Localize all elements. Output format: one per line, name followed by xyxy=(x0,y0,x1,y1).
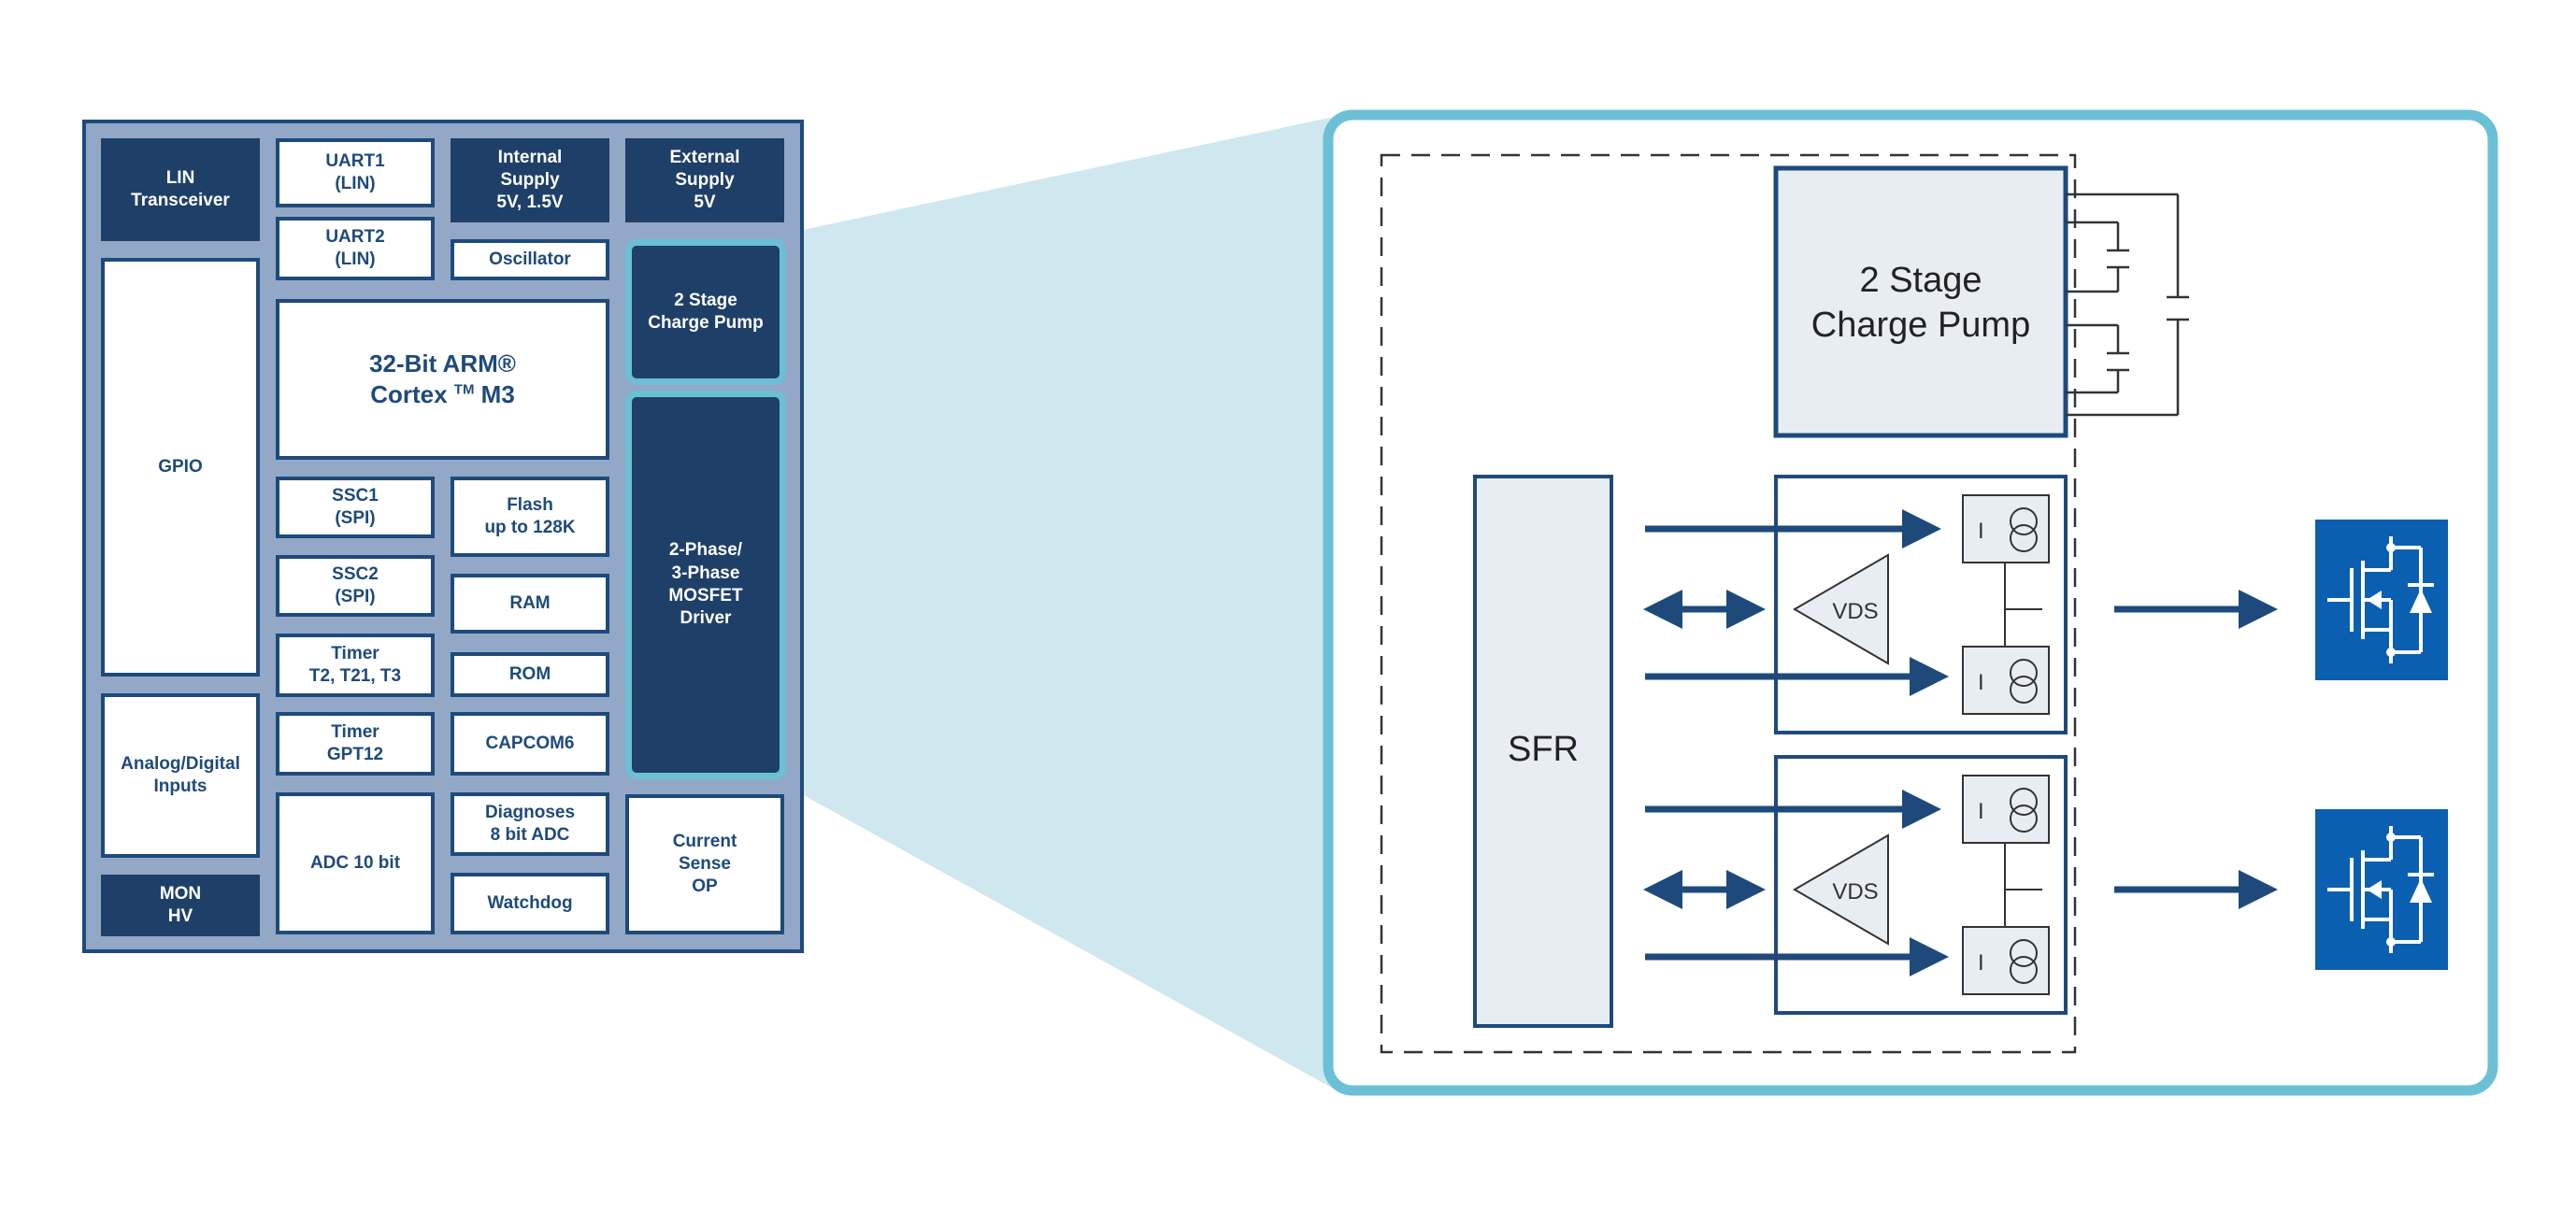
zoom-charge-pump-label-1: 2 Stage xyxy=(1860,261,1982,300)
svg-text:I: I xyxy=(1978,799,1984,824)
cpu-block: 32-Bit ARM® Cortex TM M3 xyxy=(276,299,609,460)
gpio-block: GPIO xyxy=(101,258,260,677)
mosfet-driver-block: 2-Phase/ 3-Phase MOSFET Driver xyxy=(625,391,786,779)
signal-arrows xyxy=(1643,509,2278,976)
uart2-block: UART2 (LIN) xyxy=(276,217,435,280)
charge-pump-block: 2 Stage Charge Pump xyxy=(625,239,786,385)
zoom-driver-channel-a: VDS I I xyxy=(1774,475,2068,734)
zoom-sfr-label: SFR xyxy=(1508,730,1579,769)
mosfet-icon xyxy=(2315,520,2448,680)
cpu-label-line2: Cortex TM M3 xyxy=(370,380,515,408)
vds-comparator-a xyxy=(1793,553,1889,665)
oscillator-block: Oscillator xyxy=(451,239,609,280)
zoom-charge-pump-block xyxy=(1773,165,2068,438)
lin-transceiver-block: LIN Transceiver xyxy=(101,138,260,241)
mon-hv-block: MON HV xyxy=(101,875,260,936)
adc-block: ADC 10 bit xyxy=(276,792,435,934)
ram-block: RAM xyxy=(451,574,609,634)
zoom-charge-pump-label-2: Charge Pump xyxy=(1811,306,2030,345)
vds-label-a: VDS xyxy=(1832,599,1878,624)
svg-text:I: I xyxy=(1978,950,1984,976)
svg-text:I: I xyxy=(1978,670,1984,695)
charge-pump-capacitor-network xyxy=(2066,192,2189,417)
diagnoses-block: Diagnoses 8 bit ADC xyxy=(451,792,609,856)
zoom-sfr-block xyxy=(1473,475,1613,1028)
svg-text:I: I xyxy=(1978,519,1984,544)
current-source-a2: I xyxy=(1962,646,2050,715)
zoom-chip-boundary xyxy=(1380,153,2077,1054)
current-source-b1: I xyxy=(1962,775,2050,844)
zoom-callout-beam xyxy=(785,116,1338,1091)
current-source-b2: I xyxy=(1962,926,2050,995)
zoom-driver-channel-b: VDS I I xyxy=(1774,755,2068,1015)
current-sense-block: Current Sense OP xyxy=(625,794,784,934)
internal-supply-block: Internal Supply 5V, 1.5V xyxy=(451,138,609,222)
timer-gpt12-block: Timer GPT12 xyxy=(276,712,435,776)
rom-block: ROM xyxy=(451,652,609,697)
capcom6-block: CAPCOM6 xyxy=(451,712,609,776)
cpu-label-line1: 32-Bit ARM® xyxy=(369,349,516,378)
watchdog-block: Watchdog xyxy=(451,873,609,934)
mosfet-icon xyxy=(2315,809,2448,970)
external-supply-block: External Supply 5V xyxy=(625,138,784,222)
ssc2-block: SSC2 (SPI) xyxy=(276,555,435,617)
current-source-a1: I xyxy=(1962,494,2050,563)
flash-block: Flash up to 128K xyxy=(451,477,609,557)
vds-comparator-b xyxy=(1793,833,1889,946)
ssc1-block: SSC1 (SPI) xyxy=(276,477,435,538)
uart1-block: UART1 (LIN) xyxy=(276,138,435,207)
timer-t2-block: Timer T2, T21, T3 xyxy=(276,634,435,697)
vds-label-b: VDS xyxy=(1832,879,1878,905)
analog-digital-inputs-block: Analog/Digital Inputs xyxy=(101,693,260,858)
